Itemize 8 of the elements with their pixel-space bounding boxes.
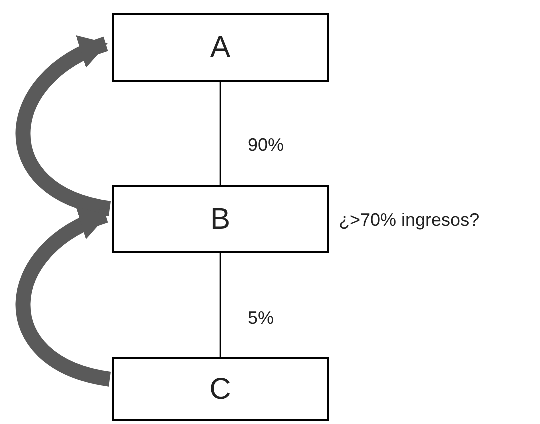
connector-line	[220, 82, 222, 185]
process-box: C	[112, 357, 329, 421]
connector-line	[220, 253, 222, 357]
side-note: ¿>70% ingresos?	[339, 209, 480, 232]
curved-arrow	[16, 37, 112, 216]
process-box: B	[112, 185, 329, 253]
curved-arrow	[16, 208, 112, 387]
process-box: A	[112, 13, 329, 82]
